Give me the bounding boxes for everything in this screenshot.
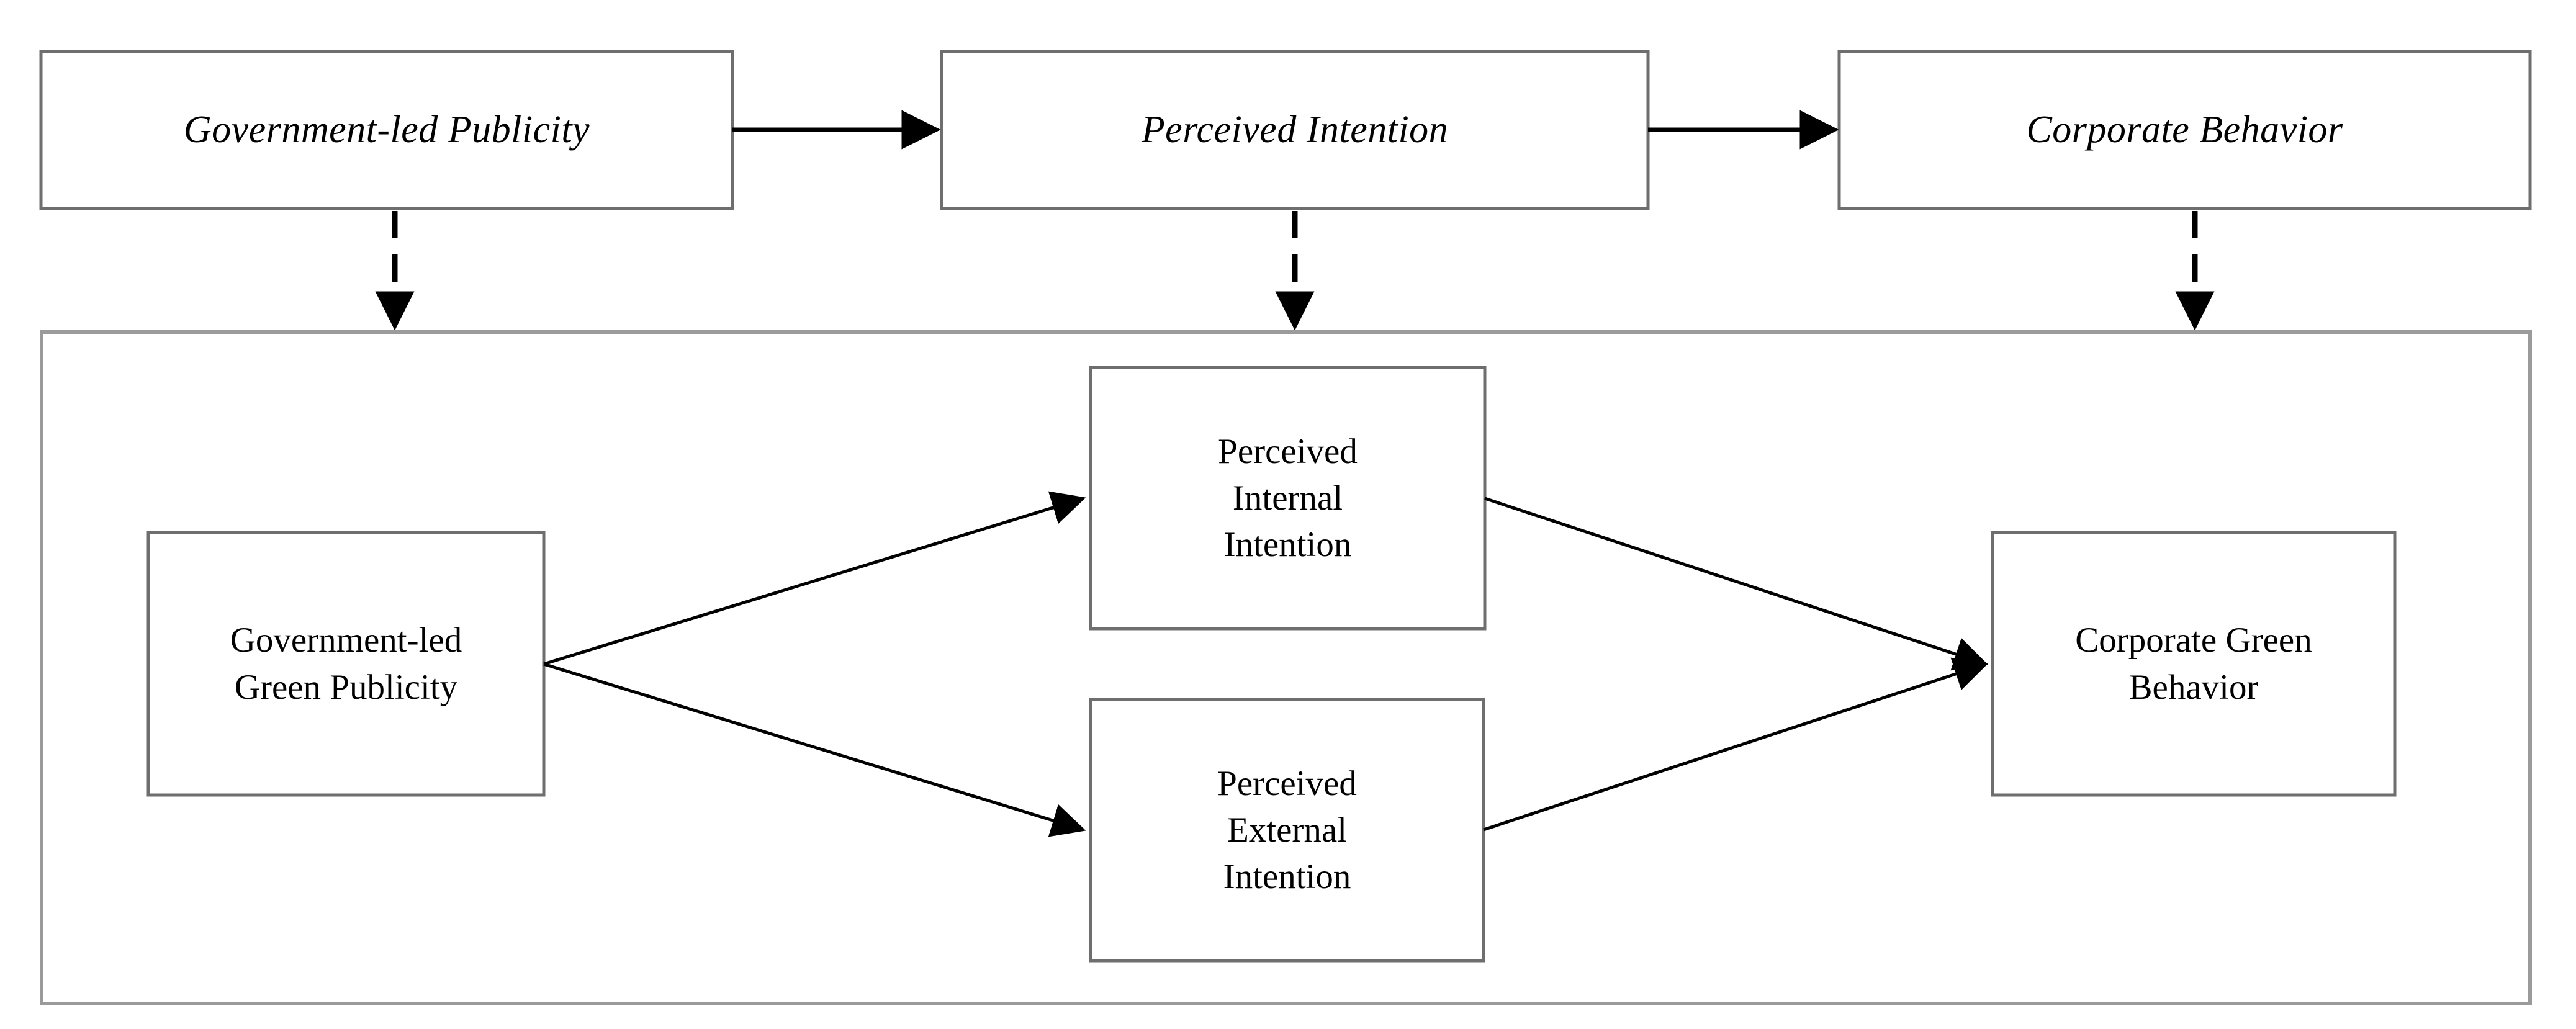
box-corporate-green-behavior[interactable] (1991, 531, 2397, 797)
box-corporate-behavior[interactable] (1837, 50, 2532, 210)
path-publicity-to-internal-intention (543, 491, 1086, 666)
box-perceived-internal-intention[interactable] (1089, 366, 1487, 631)
path-external-intention-to-green-behavior (1483, 657, 1989, 832)
box-perceived-intention[interactable] (940, 50, 1650, 210)
path-publicity-to-external-intention (543, 662, 1086, 837)
box-perceived-external-intention[interactable] (1089, 698, 1485, 963)
path-internal-intention-to-green-behavior (1484, 497, 1989, 671)
box-government-led-green-publicity[interactable] (146, 531, 546, 797)
box-government-led-publicity[interactable] (39, 50, 734, 210)
